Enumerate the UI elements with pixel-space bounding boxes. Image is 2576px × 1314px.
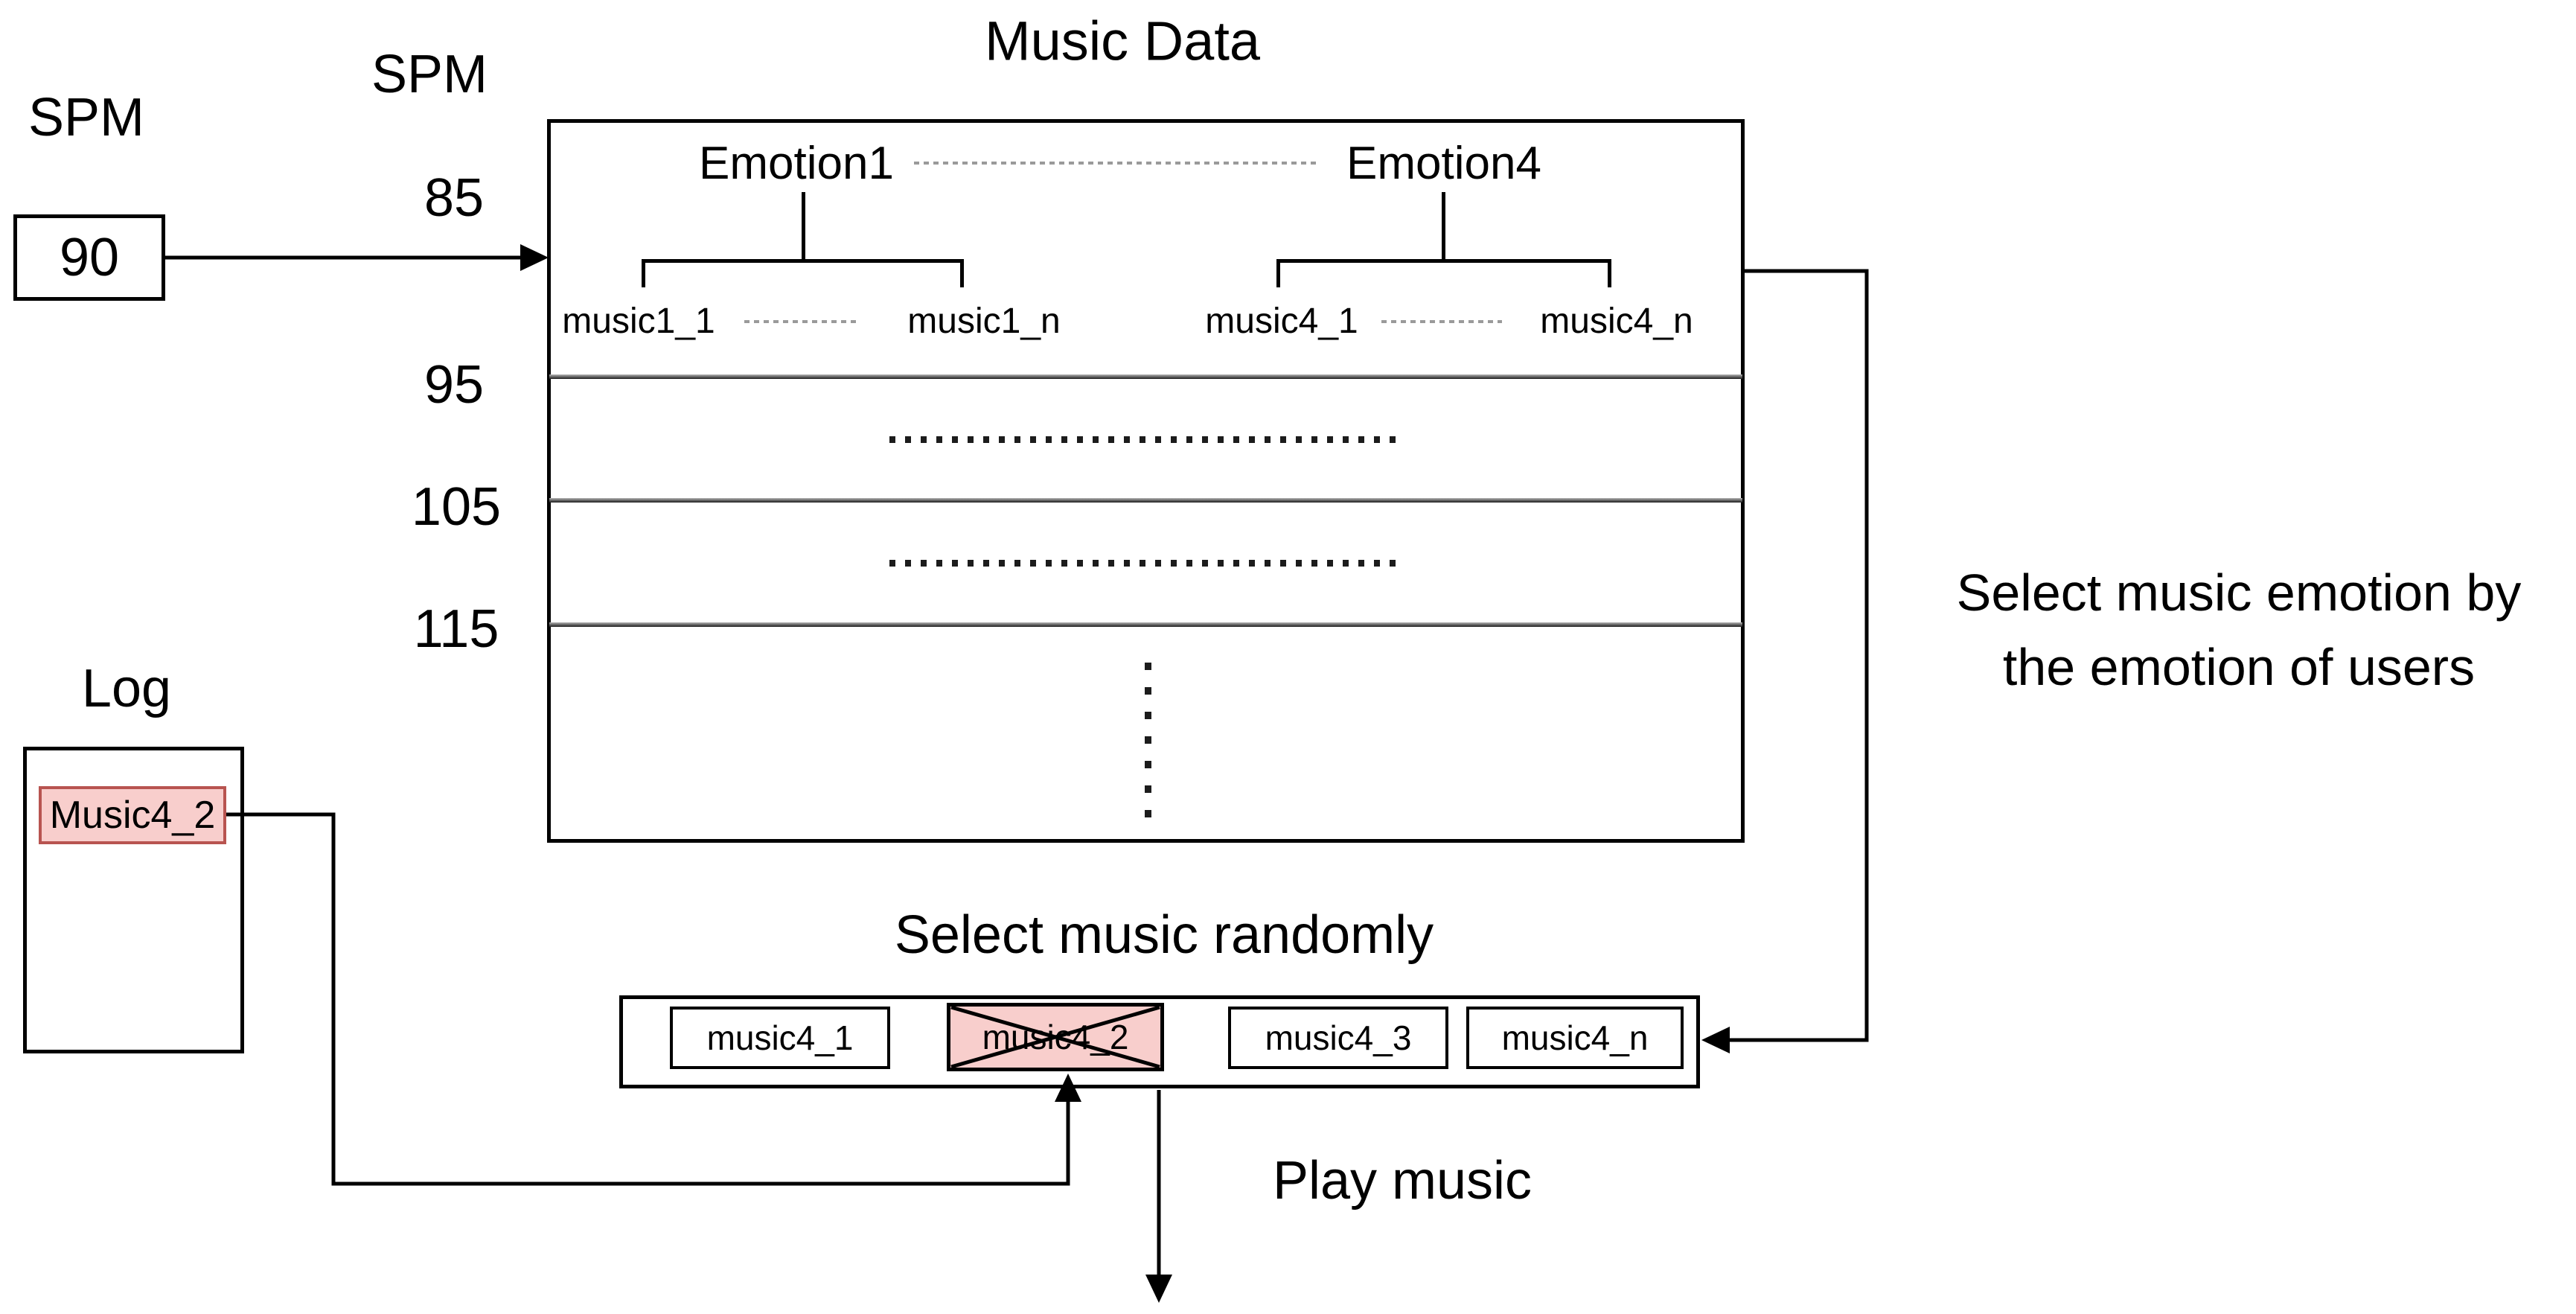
random-item-music4-3: music4_3 <box>1228 1007 1448 1069</box>
select-randomly-title: Select music randomly <box>894 905 1434 965</box>
spm-tick-115: 115 <box>413 599 499 659</box>
play-music-label: Play music <box>1272 1151 1533 1211</box>
emotion1-stem-line <box>802 192 805 261</box>
more-rows-ellipsis <box>1145 663 1151 823</box>
emotion1-songs-dashes <box>744 320 857 323</box>
emotion1-last-song: music1_n <box>907 302 1061 341</box>
emotion-ellipsis-dashes <box>914 162 1320 165</box>
emotion4-stem-line <box>1442 192 1445 261</box>
arrow-spm-to-musicdata <box>165 244 549 271</box>
random-item-label: music4_3 <box>1265 1018 1412 1057</box>
log-entry-chip: Music4_2 <box>39 786 226 844</box>
random-item-label: music4_1 <box>706 1018 854 1057</box>
spm-axis-label: SPM <box>371 45 488 104</box>
row-divider-105 <box>549 498 1742 503</box>
emotion4-songs-dashes <box>1381 320 1502 323</box>
random-item-label: music4_2 <box>982 1018 1129 1056</box>
log-title: Log <box>81 659 172 718</box>
spm-source-value: 90 <box>59 228 120 287</box>
emotion4-first-song: music4_1 <box>1205 302 1358 341</box>
row-95-ellipsis <box>889 436 1402 443</box>
row-divider-95 <box>549 374 1742 379</box>
emotion4-last-song: music4_n <box>1540 302 1693 341</box>
emotion4-bracket <box>1276 259 1611 287</box>
select-emotion-annotation-line2: the emotion of users <box>2002 638 2476 696</box>
spm-source-label: SPM <box>28 88 145 147</box>
random-item-music4-1: music4_1 <box>670 1007 890 1069</box>
spm-source-box: 90 <box>13 214 165 301</box>
emotion1-bracket <box>642 259 964 287</box>
random-item-label: music4_n <box>1501 1018 1649 1057</box>
spm-tick-95: 95 <box>424 355 485 415</box>
random-item-music4-n: music4_n <box>1466 1007 1684 1069</box>
arrow-play-music <box>1145 1090 1172 1303</box>
row-105-ellipsis <box>889 560 1402 567</box>
log-entry-label: Music4_2 <box>49 794 216 837</box>
emotion4-label: Emotion4 <box>1346 138 1541 189</box>
emotion1-first-song: music1_1 <box>562 302 715 341</box>
emotion1-label: Emotion1 <box>699 138 894 189</box>
select-emotion-annotation: Select music emotion by the emotion of u… <box>1957 555 2522 704</box>
spm-tick-85: 85 <box>424 168 485 228</box>
row-divider-115 <box>549 622 1742 627</box>
music-data-title: Music Data <box>984 10 1261 72</box>
spm-tick-105: 105 <box>411 477 502 537</box>
select-emotion-annotation-line1: Select music emotion by <box>1956 564 2522 622</box>
random-item-music4-2-excluded: music4_2 <box>947 1003 1164 1071</box>
